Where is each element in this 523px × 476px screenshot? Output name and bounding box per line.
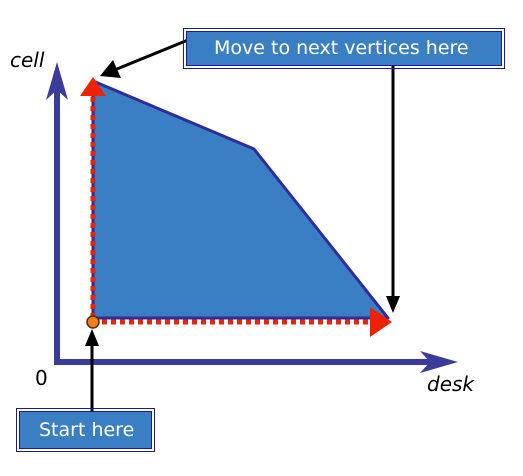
callout-next-vertices-text: Move to next vertices here xyxy=(214,37,469,59)
callout-start: Start here xyxy=(16,408,155,452)
origin-label: 0 xyxy=(35,366,48,390)
callout-start-text: Start here xyxy=(39,418,135,441)
x-axis-arrowhead xyxy=(420,351,458,373)
x-axis-label: desk xyxy=(427,372,475,396)
path-arrowhead-right xyxy=(370,307,392,337)
pointer-to-top-vertex-head xyxy=(100,60,121,78)
feasible-region xyxy=(91,79,390,320)
y-axis-arrowhead xyxy=(46,62,68,100)
pointer-to-right-vertex-head xyxy=(386,296,400,313)
path-arrowhead-up xyxy=(80,77,106,96)
y-axis-label: cell xyxy=(10,48,45,72)
pointer-to-top-vertex xyxy=(116,38,189,71)
start-point xyxy=(86,315,100,329)
callout-next-vertices: Move to next vertices here xyxy=(183,28,505,69)
pointer-to-start-head xyxy=(85,329,99,346)
